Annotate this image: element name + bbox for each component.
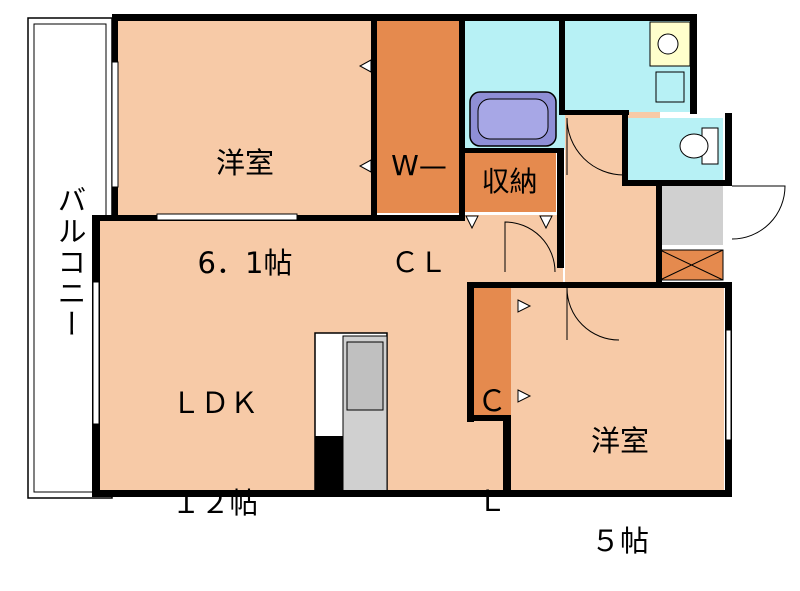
western-room-1-label: 洋室 6．1帖 bbox=[170, 80, 320, 313]
western-room-1-floor bbox=[118, 20, 375, 215]
walk-in-closet-floor bbox=[377, 20, 461, 213]
floor-plan bbox=[27, 14, 786, 499]
door-swings bbox=[504, 117, 786, 341]
kitchen-counter bbox=[314, 332, 388, 494]
ldk-size: １２帖 bbox=[171, 485, 259, 520]
western-room-2-name: 洋室 bbox=[590, 423, 649, 458]
western-room-1-name: 洋室 bbox=[215, 145, 274, 180]
western-room-2-floor bbox=[511, 287, 724, 492]
ldk-label: ＬＤＫ １２帖 bbox=[140, 320, 290, 553]
closet-line2: Ｌ bbox=[477, 483, 507, 518]
closet-line1: Ｃ bbox=[477, 383, 507, 418]
ldk-floor bbox=[98, 220, 503, 492]
bathtub-inner bbox=[477, 98, 549, 140]
western-room-2-label: 洋室 ５帖 bbox=[565, 358, 675, 591]
closet-floor bbox=[473, 287, 511, 417]
walk-in-closet-line1: W— bbox=[391, 149, 447, 183]
western-room-1-size: 6．1帖 bbox=[197, 245, 293, 280]
entrance-floor bbox=[660, 185, 723, 245]
storage-floor bbox=[463, 152, 556, 212]
balcony-label: バルコニー bbox=[53, 184, 87, 340]
storage-label: 収納 bbox=[481, 165, 538, 198]
washbasin bbox=[649, 21, 691, 103]
windows bbox=[92, 61, 732, 441]
toilet bbox=[679, 127, 719, 165]
walk-in-closet-line2: ＣＬ bbox=[390, 245, 447, 279]
walk-in-closet-label: W— ＣＬ bbox=[377, 86, 461, 311]
western-room-2-size: ５帖 bbox=[590, 523, 649, 558]
ldk-name: ＬＤＫ bbox=[171, 385, 259, 420]
closet-door-marks bbox=[358, 59, 553, 403]
closet-label: Ｃ Ｌ bbox=[473, 318, 511, 551]
